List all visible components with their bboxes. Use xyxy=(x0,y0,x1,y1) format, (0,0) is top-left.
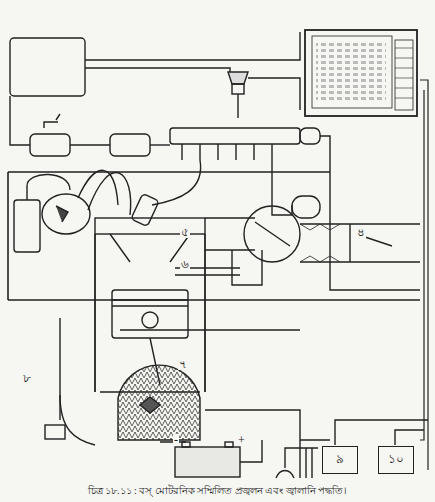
flywheel xyxy=(45,365,200,445)
fuel-line xyxy=(85,32,300,60)
callout-number: ১০ xyxy=(388,453,404,466)
component-box: ১০ xyxy=(378,446,414,474)
pressure-regulator xyxy=(300,128,320,144)
callout-number: ৮ xyxy=(22,372,32,384)
fuel-tank xyxy=(10,38,85,96)
distributor xyxy=(42,170,131,234)
throttle-switch xyxy=(292,196,320,218)
callout-number: ৯ xyxy=(336,453,344,466)
fuel-filter xyxy=(110,134,150,156)
air-flow-meter xyxy=(300,224,420,262)
piston xyxy=(112,290,188,338)
injector xyxy=(131,160,201,226)
component-box: ৯ xyxy=(322,446,358,474)
fuel-rail xyxy=(170,128,300,144)
callout-number: - xyxy=(173,434,179,446)
callout-number: + xyxy=(237,434,246,446)
fuel-pump xyxy=(30,134,70,156)
callout-number: ৪ xyxy=(356,226,366,238)
ignition-coil xyxy=(14,200,40,252)
purge-valve xyxy=(228,72,300,118)
callout-number: ৭ xyxy=(178,358,188,370)
ecu xyxy=(305,30,417,116)
figure-caption: চিত্র ১৮.১১ : বস্ মোটরনিক সম্মিলিত প্রজ্… xyxy=(0,483,435,500)
plenum xyxy=(244,206,300,262)
callout-number: ৬ xyxy=(180,258,190,270)
callout-number: ৫ xyxy=(180,226,190,238)
